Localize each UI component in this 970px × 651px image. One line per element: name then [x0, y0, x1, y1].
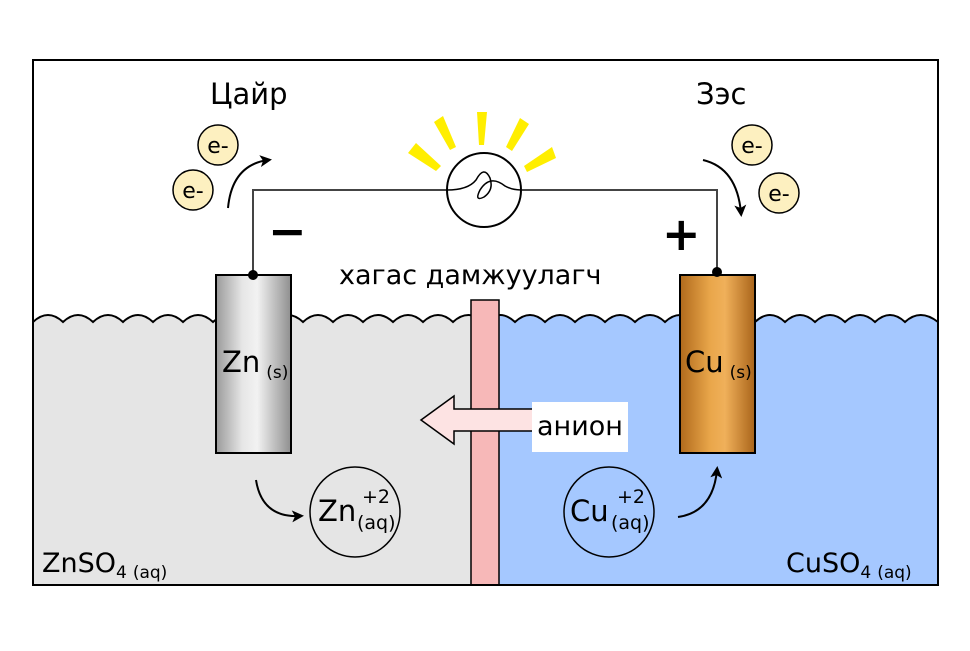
wire-right [522, 189, 718, 272]
electron-label: e- [768, 182, 789, 207]
copper-terminal [712, 267, 722, 277]
zinc-ion-circle [309, 466, 401, 558]
light-bulb [446, 152, 522, 228]
electron-label: e- [207, 134, 228, 159]
zinc-ion-symbol: Zn [318, 494, 356, 528]
zinc-electrode-label: Zn(s) [222, 345, 288, 383]
electron-label: e- [741, 134, 762, 159]
electron-right-2: e- [758, 172, 800, 214]
copper-ion-state: (aq) [611, 512, 650, 534]
wire-left [252, 189, 448, 275]
electron-right-1: e- [731, 124, 773, 166]
zinc-ion-arrow [255, 479, 304, 523]
anion-label-box [532, 402, 628, 452]
electron-flow-arrow-right [702, 159, 747, 217]
anion-label: анион [537, 411, 623, 442]
electron-flow-arrow-left [227, 155, 272, 209]
light-rays [408, 112, 556, 172]
zinc-ion-charge: +2 [362, 486, 390, 508]
left-solution-label: ZnSO4(aq) [42, 548, 167, 583]
salt-bridge [470, 299, 500, 586]
copper-ion-circle [563, 466, 655, 558]
minus-sign: − [268, 204, 307, 258]
zinc-terminal [248, 270, 258, 280]
electron-label: e- [182, 179, 203, 204]
frame-border [32, 59, 939, 586]
copper-electrode-label: Cu(s) [685, 345, 752, 383]
copper-ion-symbol: Cu [570, 494, 609, 528]
electron-left-2: e- [172, 169, 214, 211]
zinc-ion-state: (aq) [357, 512, 396, 534]
right-solution-label: CuSO4(aq) [786, 548, 912, 583]
plus-sign: + [662, 207, 701, 261]
copper-ion-arrow [677, 466, 723, 518]
zinc-title: Цайр [210, 77, 288, 111]
salt-bridge-label: хагас дамжуулагч [339, 260, 602, 291]
electron-left-1: e- [197, 124, 239, 166]
copper-electrode [679, 274, 756, 454]
copper-title: Зэс [696, 77, 746, 111]
copper-ion-charge: +2 [617, 486, 645, 508]
